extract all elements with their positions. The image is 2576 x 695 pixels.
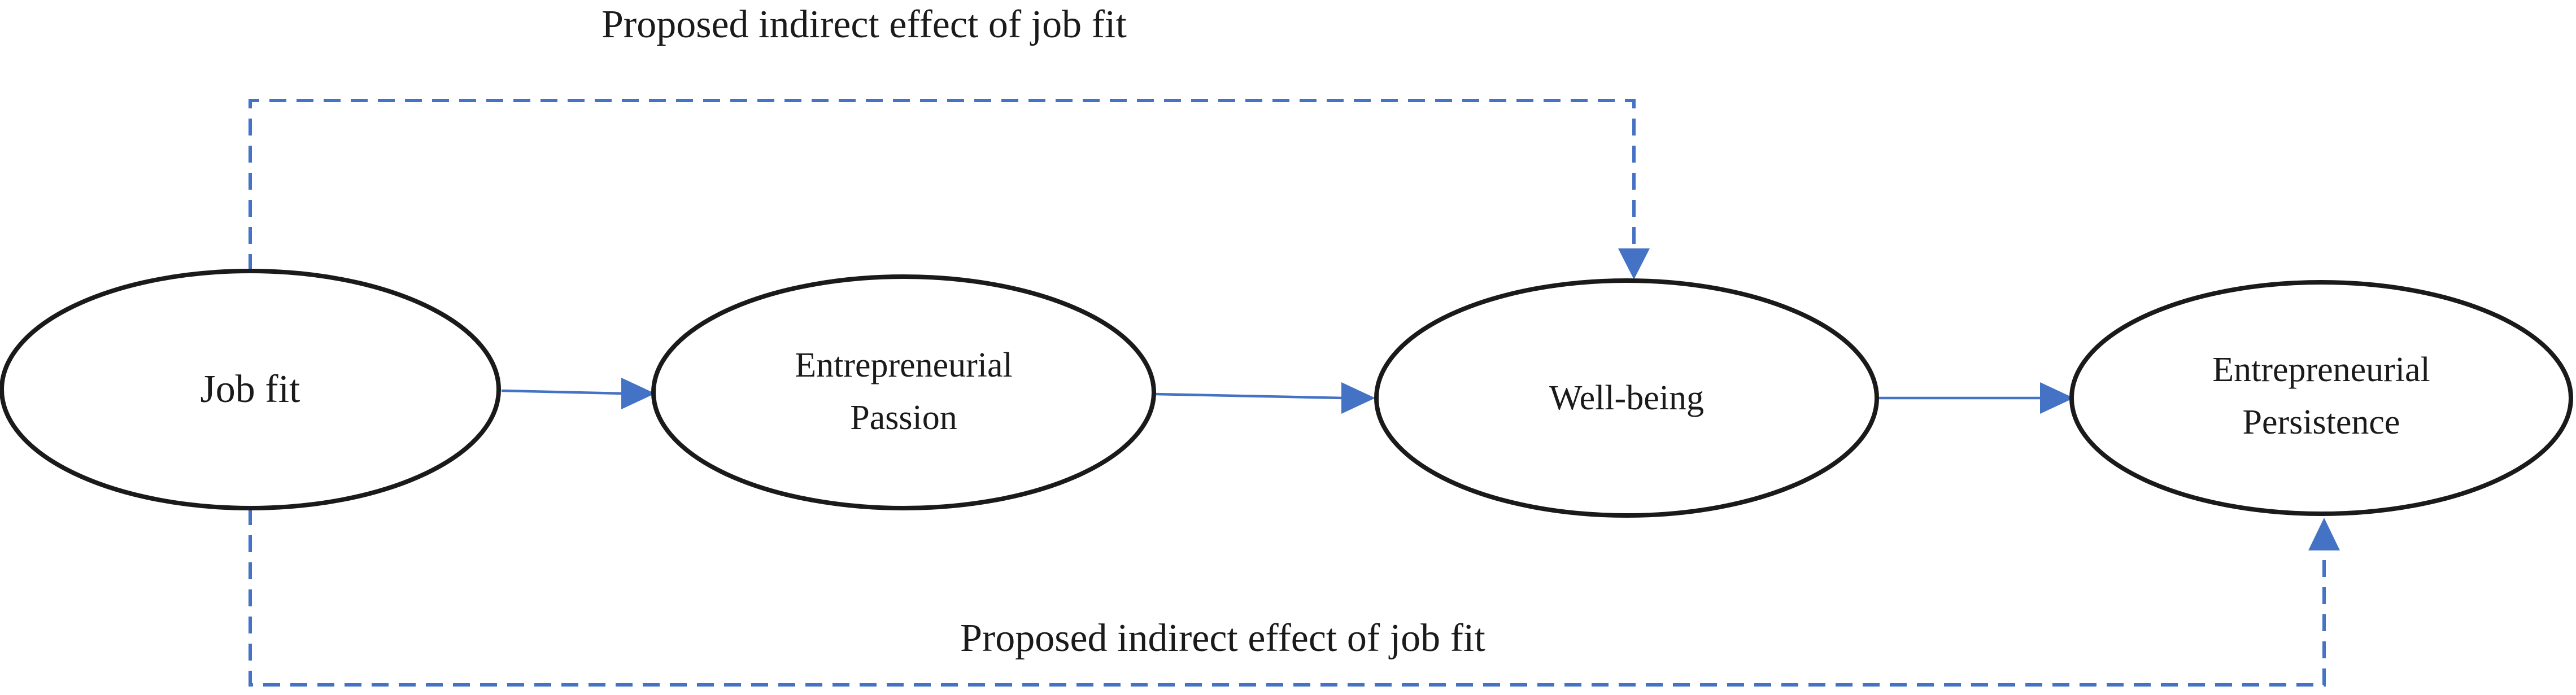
top-dashed-connector <box>249 99 1636 271</box>
arrow-passion-to-wellbeing-head <box>1341 382 1375 414</box>
node-entrepreneurial-persistence: Entrepreneurial Persistence <box>2069 280 2573 516</box>
arrow-jobfit-to-passion-head <box>621 378 655 409</box>
bottom-path-label: Proposed indirect effect of job fit <box>960 617 1485 660</box>
node-persistence-label-line2: Persistence <box>2243 403 2400 442</box>
arrow-wellbeing-to-persistence <box>1876 382 2074 414</box>
node-well-being: Well-being <box>1374 278 1879 518</box>
bottom-dashed-connector <box>249 508 2326 687</box>
top-path-arrowhead <box>1618 248 1650 279</box>
bottom-indirect-path <box>249 508 2340 687</box>
node-persistence-label-line1: Entrepreneurial <box>2212 351 2430 389</box>
node-entrepreneurial-passion: Entrepreneurial Passion <box>651 274 1156 510</box>
arrow-passion-to-wellbeing <box>1154 382 1375 414</box>
node-passion-label-line2: Passion <box>850 399 957 437</box>
top-path-label: Proposed indirect effect of job fit <box>601 3 1127 46</box>
node-well-being-label: Well-being <box>1549 379 1704 417</box>
arrow-jobfit-to-passion <box>501 378 655 409</box>
bottom-path-arrowhead <box>2308 518 2340 550</box>
arrow-wellbeing-to-persistence-head <box>2040 382 2074 414</box>
node-job-fit-label: Job fit <box>200 368 301 411</box>
node-passion-label-line1: Entrepreneurial <box>795 346 1013 384</box>
node-job-fit: Job fit <box>0 269 501 510</box>
top-indirect-path <box>249 99 1650 279</box>
